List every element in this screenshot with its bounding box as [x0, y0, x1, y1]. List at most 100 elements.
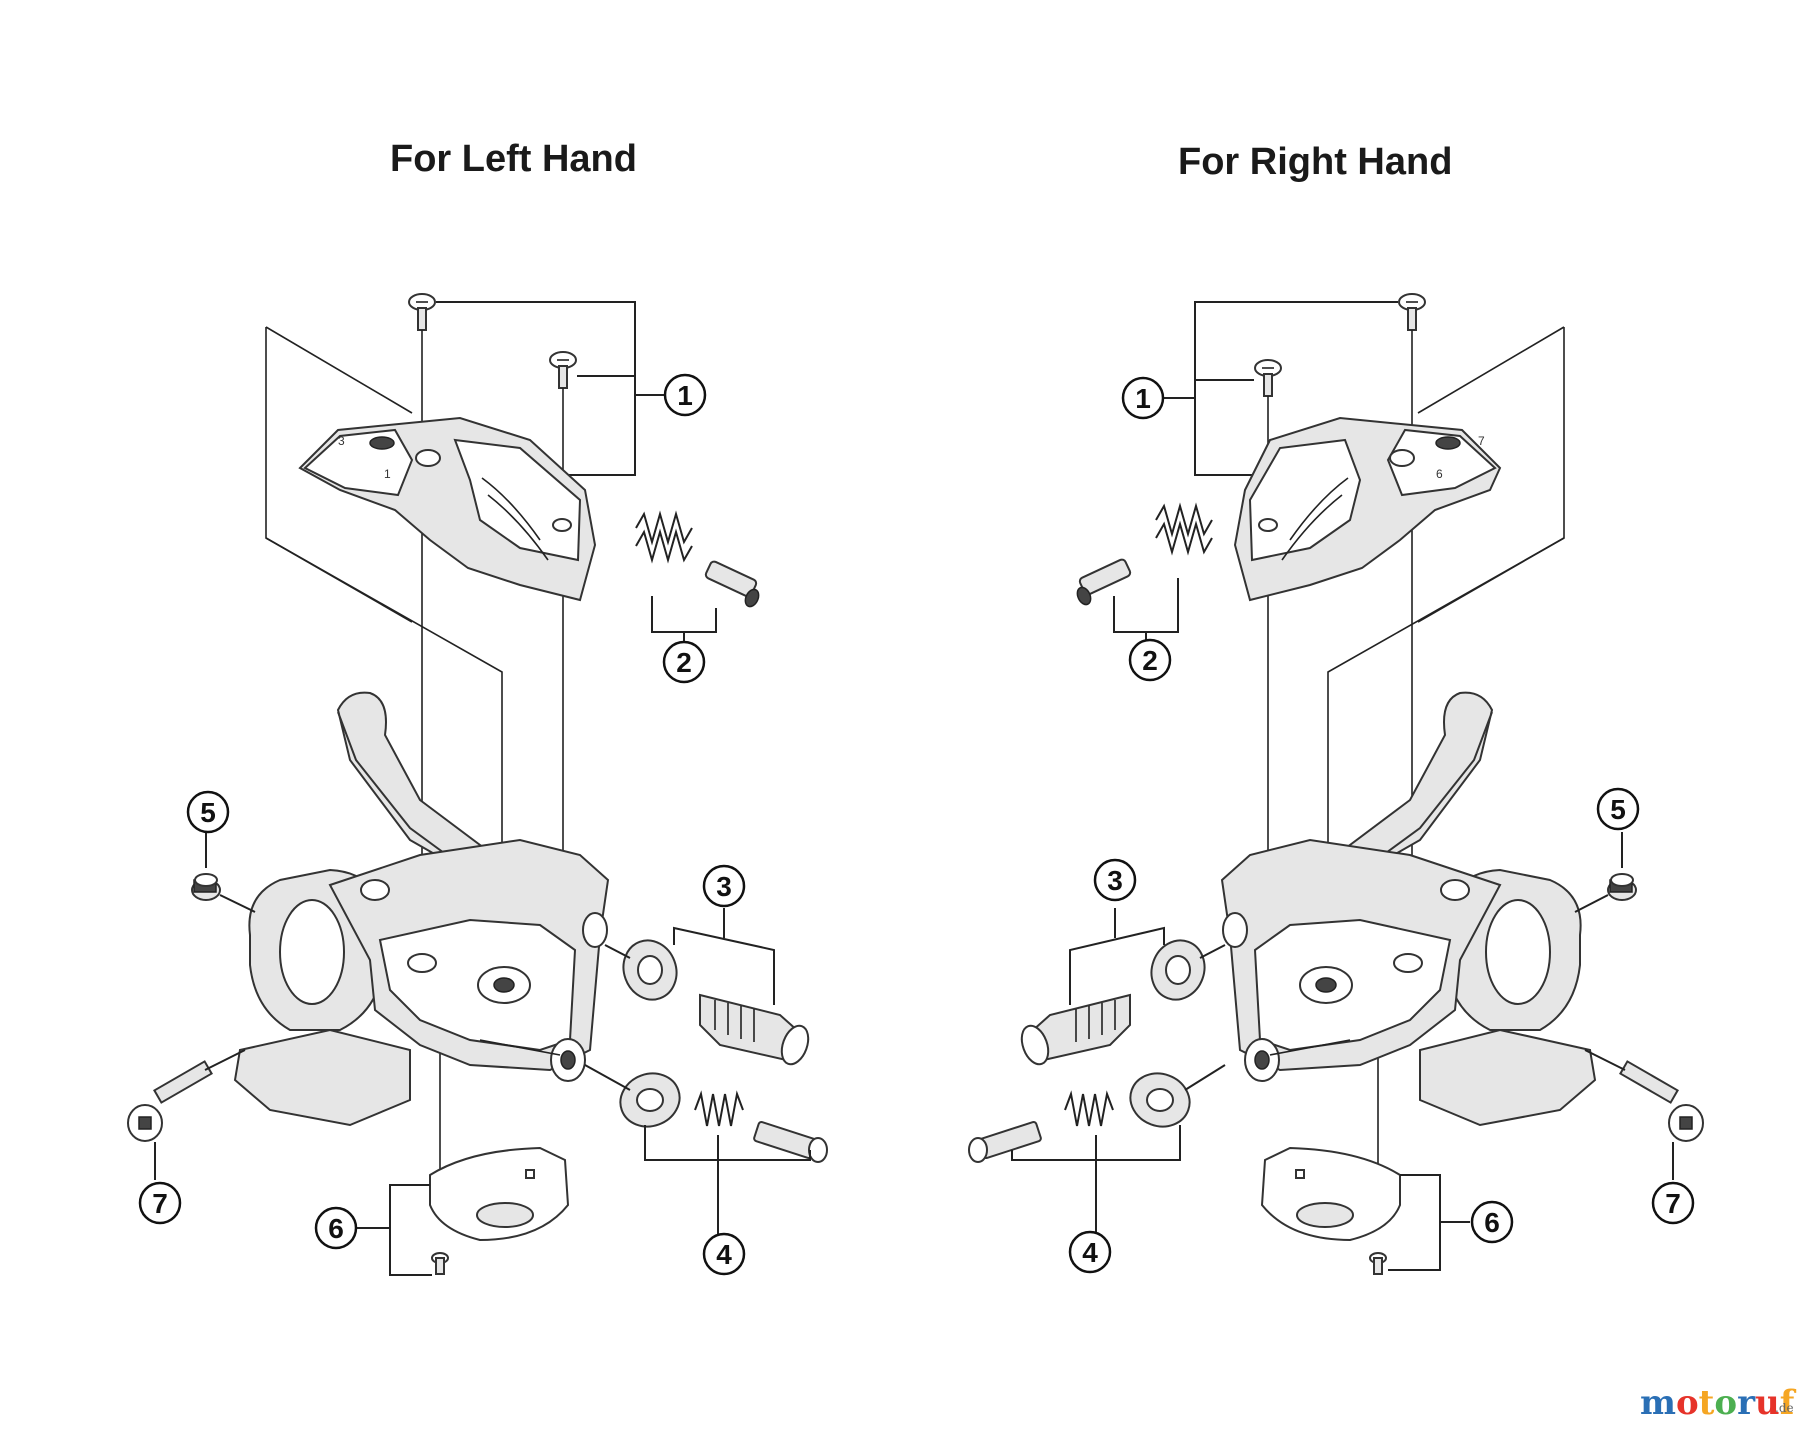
left-hand-assembly: 3 1 — [127, 293, 828, 1276]
left-barrel-nut — [622, 939, 678, 1001]
right-cable-bolt — [968, 1120, 1042, 1163]
left-adjust-spring — [635, 510, 693, 564]
svg-text:6: 6 — [328, 1213, 344, 1244]
callout-left-5: 5 — [186, 790, 230, 834]
left-screw-1b — [549, 351, 577, 389]
left-assembly-line-3 — [604, 944, 631, 959]
right-adjust-spring — [1155, 502, 1213, 556]
svg-text:1: 1 — [677, 380, 693, 411]
svg-text:3: 3 — [716, 871, 732, 902]
right-bottom-screw — [1369, 1252, 1387, 1275]
svg-text:4: 4 — [1082, 1237, 1098, 1268]
right-clamp-bolt — [1619, 1060, 1704, 1142]
right-screw-1a — [1398, 293, 1426, 331]
watermark-letter: r — [1737, 1383, 1756, 1423]
watermark-letter: o — [1714, 1383, 1737, 1423]
watermark-letter: f — [1780, 1383, 1797, 1423]
callout-right-4: 4 — [1068, 1230, 1112, 1274]
callout-left-6: 6 — [314, 1206, 358, 1250]
left-top-cover: 3 1 — [298, 416, 597, 602]
right-cable-spring — [1064, 1090, 1114, 1127]
left-cable-spring — [694, 1090, 744, 1127]
watermark-letter: m — [1640, 1383, 1676, 1423]
right-assembly-line-3 — [1199, 944, 1226, 959]
right-cable-nut — [1129, 1072, 1191, 1128]
left-clamp-bolt — [127, 1060, 213, 1142]
right-barrel-adjuster — [1020, 993, 1131, 1066]
left-bottom-screw — [431, 1252, 449, 1275]
watermark-letter: o — [1676, 1383, 1699, 1423]
left-callout-3-bracket — [673, 926, 775, 1005]
right-callout-7-assembly — [1584, 1049, 1626, 1071]
right-guide-line-top — [1417, 326, 1565, 414]
right-barrel-nut — [1150, 939, 1206, 1001]
right-callout-5-assembly — [1574, 894, 1609, 913]
callout-left-1: 1 — [663, 373, 707, 417]
svg-text:3: 3 — [1107, 865, 1123, 896]
svg-text:5: 5 — [200, 797, 216, 828]
left-callout-6-bracket — [389, 1184, 432, 1276]
callout-right-6: 6 — [1470, 1200, 1514, 1244]
right-adjust-bolt — [1076, 558, 1132, 606]
left-callout-1-bracket — [436, 301, 636, 476]
left-shifter-body — [233, 691, 610, 1127]
callout-left-7: 7 — [138, 1181, 182, 1225]
right-hand-assembly: 7 6 — [968, 293, 1704, 1275]
callouts-left: 1 2 3 4 5 6 7 — [138, 373, 746, 1276]
watermark-logo: motoruf .de — [1640, 1383, 1797, 1423]
left-callout-2-bracket — [651, 596, 717, 633]
svg-text:7: 7 — [152, 1188, 168, 1219]
left-cable-nut — [619, 1072, 681, 1128]
svg-text:1: 1 — [1135, 383, 1151, 414]
left-assembly-line-4 — [584, 1064, 631, 1091]
svg-text:3: 3 — [338, 434, 345, 448]
left-callout-7-assembly — [204, 1049, 246, 1071]
right-callout-2-bracket — [1113, 578, 1179, 633]
title-right-hand: For Right Hand — [1178, 141, 1453, 183]
watermark-brand: motoruf — [1640, 1383, 1797, 1423]
svg-text:7: 7 — [1478, 434, 1485, 448]
right-guide-line-mid — [1417, 537, 1565, 623]
left-guide-line-top — [265, 326, 413, 414]
left-bottom-cover — [429, 1146, 570, 1242]
watermark-letter: t — [1699, 1383, 1715, 1423]
watermark-suffix: .de — [1775, 1401, 1794, 1415]
right-shifter-body — [1220, 691, 1597, 1127]
left-barrel-adjuster — [699, 993, 810, 1066]
left-cable-bolt — [753, 1120, 828, 1163]
title-left-hand: For Left Hand — [390, 138, 637, 180]
svg-text:2: 2 — [676, 647, 692, 678]
right-cap — [1607, 873, 1637, 901]
right-callout-1-bracket — [1194, 301, 1398, 476]
svg-text:7: 7 — [1665, 1188, 1681, 1219]
callout-right-2: 2 — [1128, 638, 1172, 682]
svg-text:6: 6 — [1484, 1207, 1500, 1238]
svg-text:4: 4 — [716, 1239, 732, 1270]
callout-left-2: 2 — [662, 640, 706, 684]
callout-left-3: 3 — [702, 864, 746, 908]
callout-left-4: 4 — [702, 1232, 746, 1276]
right-screw-1b — [1254, 359, 1282, 397]
callout-right-1: 1 — [1121, 376, 1165, 420]
callouts-right: 1 2 3 4 5 6 7 — [1068, 376, 1695, 1274]
left-callout-4-bracket — [644, 1125, 811, 1161]
left-guide-line-mid — [265, 537, 413, 623]
svg-text:2: 2 — [1142, 645, 1158, 676]
left-cap — [191, 873, 221, 901]
watermark-letter: u — [1755, 1383, 1780, 1423]
callout-right-3: 3 — [1093, 858, 1137, 902]
left-adjust-bolt — [704, 560, 760, 608]
callout-right-5: 5 — [1596, 787, 1640, 831]
svg-text:1: 1 — [384, 467, 391, 481]
right-top-cover: 7 6 — [1233, 416, 1502, 602]
svg-text:6: 6 — [1436, 467, 1443, 481]
svg-text:5: 5 — [1610, 794, 1626, 825]
right-callout-3-bracket — [1069, 926, 1165, 1005]
right-assembly-line-4 — [1184, 1064, 1226, 1091]
left-callout-5-assembly — [219, 894, 256, 913]
left-screw-1a — [408, 293, 436, 331]
right-bottom-cover — [1260, 1146, 1401, 1242]
callout-right-7: 7 — [1651, 1181, 1695, 1225]
